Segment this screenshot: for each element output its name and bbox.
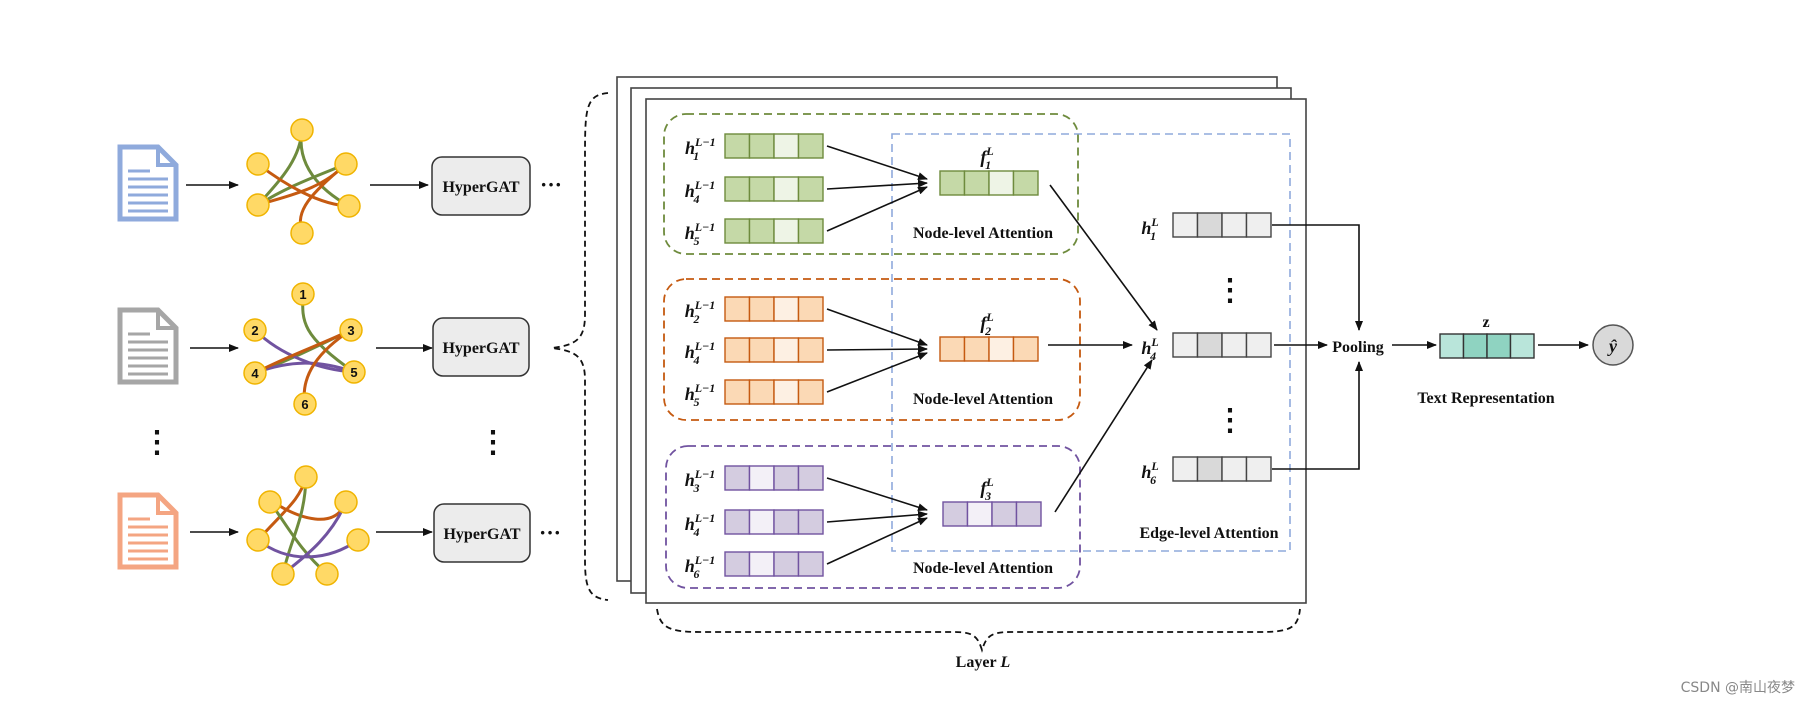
group3-row-2-vector [724, 509, 824, 535]
hypergraph-2-node-label-4: 4 [251, 366, 259, 381]
hypergat-box-2: HyperGAT [432, 317, 530, 377]
layer-brace [656, 608, 1301, 653]
f1-to-h4-arrow [1049, 184, 1158, 331]
ellipsis-1: ··· [540, 172, 562, 197]
group2-row-2-vector [724, 337, 824, 363]
pooling-label: Pooling [1332, 339, 1384, 356]
group1-row-1-vector [724, 133, 824, 159]
edge-row-1-vector [1172, 212, 1272, 238]
hypergraph-2-node-label-1: 1 [299, 287, 306, 302]
h6-to-pooling-arrow [1272, 361, 1363, 470]
hypergraph-2-node-label-5: 5 [350, 365, 357, 380]
group1-output-vector [939, 170, 1039, 196]
group2-output-vector [939, 336, 1039, 362]
group2-arrow-2 [826, 345, 928, 354]
group1-arrow-3 [826, 186, 928, 232]
group3-output-vector [942, 501, 1042, 527]
group3-row-3-vector [724, 551, 824, 577]
hypergraph-2-node-label-6: 6 [301, 397, 308, 412]
hypergraph-2-node-1 [291, 282, 315, 306]
h1-to-pooling-arrow [1272, 224, 1363, 331]
group3-row-1-vector [724, 465, 824, 491]
yhat-label: ŷ [1607, 336, 1618, 356]
svg-text:HyperGAT: HyperGAT [442, 340, 519, 357]
svg-text:HyperGAT: HyperGAT [442, 179, 519, 196]
f3-to-h4-arrow [1054, 359, 1153, 513]
group2-caption: Node-level Attention [913, 391, 1053, 408]
vdots-edge-1: ⋮ [1215, 274, 1245, 307]
document-icon-blue [117, 144, 179, 222]
edge-attention-region [891, 133, 1291, 552]
group1-row-3-vector [724, 218, 824, 244]
group3-arrow-3 [826, 517, 928, 565]
edge-row-2-vector [1172, 332, 1272, 358]
z-label: z [1482, 314, 1489, 331]
group1-row-2-vector [724, 176, 824, 202]
document-icon-gray [117, 307, 179, 385]
hypergraph-2-nodes: 1 2 3 4 5 6 [243, 282, 366, 416]
group3-region [665, 445, 1081, 589]
vdots-edge-2: ⋮ [1215, 404, 1245, 437]
hypergat-box-3: HyperGAT [433, 503, 531, 563]
group3-arrow-2 [826, 510, 928, 523]
hypergraph-2-node-4 [243, 361, 267, 385]
hypergraph-2 [253, 293, 355, 405]
group1-arrow-2 [826, 179, 928, 190]
group3-caption: Node-level Attention [913, 560, 1053, 577]
group2-row-1-vector [724, 296, 824, 322]
vertical-brace [551, 92, 609, 601]
vdots-documents: ⋮ [142, 426, 172, 459]
hypergraph-2-node-2 [243, 318, 267, 342]
output-node: ŷ [1592, 324, 1634, 366]
document-icon-orange [117, 492, 179, 570]
hypergraph-2-node-6 [293, 392, 317, 416]
vdots-hypergat: ⋮ [478, 426, 508, 459]
group3-arrow-1 [826, 477, 928, 512]
svg-text:HyperGAT: HyperGAT [443, 526, 520, 543]
group2-region [663, 278, 1081, 421]
group2-arrow-3 [826, 352, 928, 393]
group1-caption: Node-level Attention [913, 225, 1053, 242]
watermark: CSDN @南山夜梦 [1681, 680, 1795, 696]
hypergat-box-1: HyperGAT [431, 156, 531, 216]
group1-arrow-1 [826, 145, 928, 180]
text-representation-label: Text Representation [1417, 390, 1554, 407]
z-vector [1439, 333, 1535, 359]
hypergraph-2-node-3 [339, 318, 363, 342]
hypergraph-3 [246, 465, 370, 586]
edge-caption: Edge-level Attention [1139, 525, 1278, 542]
hypergraph-2-node-5 [342, 360, 366, 384]
group1-region [663, 113, 1079, 255]
group2-arrow-1 [826, 308, 928, 346]
group2-row-3-vector [724, 379, 824, 405]
hypergraph-1 [246, 118, 361, 245]
ellipsis-3: ··· [539, 520, 561, 545]
hypergraph-2-node-label-3: 3 [347, 323, 354, 338]
edge-row-3-vector [1172, 456, 1272, 482]
hypergraph-2-node-label-2: 2 [251, 323, 258, 338]
